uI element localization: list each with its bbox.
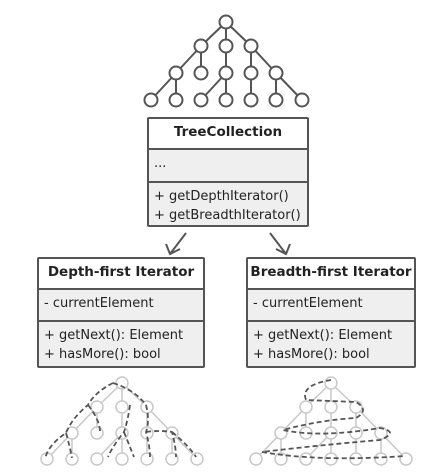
tree-node	[168, 92, 184, 108]
depth-traversal-path	[44, 382, 197, 460]
method-line: + getNext(): Element	[253, 328, 393, 343]
tree-node	[115, 452, 129, 466]
tree-node	[243, 65, 259, 81]
tree-node	[90, 452, 104, 466]
tree-node	[349, 426, 363, 440]
tree-node	[243, 38, 259, 54]
tree-node	[90, 426, 104, 440]
tree-node	[374, 426, 388, 440]
depth-iterator-methods: + getNext(): Element + hasMore(): bool	[39, 320, 203, 366]
method-line: + getDepthIterator()	[154, 189, 289, 204]
depth-iterator-class: Depth-first Iterator - currentElement + …	[37, 257, 205, 368]
breadth-iterator-fields: - currentElement	[248, 288, 414, 320]
tree-collection-class: TreeCollection ... + getDepthIterator() …	[147, 117, 309, 227]
tree-node	[324, 400, 338, 414]
tree-node	[299, 400, 313, 414]
tree-node	[165, 452, 179, 466]
tree-node	[115, 376, 129, 390]
tree-node	[218, 38, 234, 54]
arrow-head	[275, 243, 291, 256]
tree-node	[90, 400, 104, 414]
tree-node	[193, 65, 209, 81]
method-line: + getBreadthIterator()	[154, 208, 301, 223]
breadth-iterator-class: Breadth-first Iterator - currentElement …	[246, 257, 416, 368]
breadth-traversal-path	[261, 379, 406, 460]
association-arrow	[269, 232, 287, 255]
association-arrow	[169, 232, 187, 255]
method-line: + hasMore(): bool	[44, 347, 161, 362]
breadth-first-tree-illustration	[249, 376, 413, 466]
tree-node	[218, 14, 234, 30]
tree-node	[243, 92, 259, 108]
tree-node	[193, 38, 209, 54]
tree-node	[268, 92, 284, 108]
tree-node	[218, 92, 234, 108]
tree-node	[249, 452, 263, 466]
tree-node	[268, 65, 284, 81]
depth-first-tree-illustration	[40, 376, 204, 466]
depth-iterator-fields: - currentElement	[39, 288, 203, 320]
breadth-iterator-title: Breadth-first Iterator	[248, 259, 414, 288]
method-line: + hasMore(): bool	[253, 347, 370, 362]
tree-node	[274, 452, 288, 466]
tree-node	[140, 452, 154, 466]
arrow-head	[165, 243, 181, 256]
tree-node	[294, 92, 310, 108]
tree-node	[399, 452, 413, 466]
top-tree-illustration	[143, 14, 310, 108]
tree-node	[299, 452, 313, 466]
tree-node	[324, 376, 338, 390]
tree-node	[115, 400, 129, 414]
tree-node	[193, 92, 209, 108]
tree-node	[143, 92, 159, 108]
depth-iterator-title: Depth-first Iterator	[39, 259, 203, 288]
tree-collection-fields: ...	[149, 148, 307, 181]
tree-node	[65, 452, 79, 466]
arrows	[165, 232, 291, 256]
tree-node	[374, 452, 388, 466]
tree-node	[115, 426, 129, 440]
field-line: - currentElement	[44, 296, 154, 311]
field-line: ...	[154, 156, 167, 171]
tree-node	[349, 400, 363, 414]
tree-collection-methods: + getDepthIterator() + getBreadthIterato…	[149, 181, 307, 225]
breadth-iterator-methods: + getNext(): Element + hasMore(): bool	[248, 320, 414, 366]
field-line: - currentElement	[253, 296, 363, 311]
tree-node	[190, 452, 204, 466]
tree-collection-title: TreeCollection	[149, 119, 307, 148]
tree-node	[168, 65, 184, 81]
method-line: + getNext(): Element	[44, 328, 184, 343]
tree-node	[218, 65, 234, 81]
